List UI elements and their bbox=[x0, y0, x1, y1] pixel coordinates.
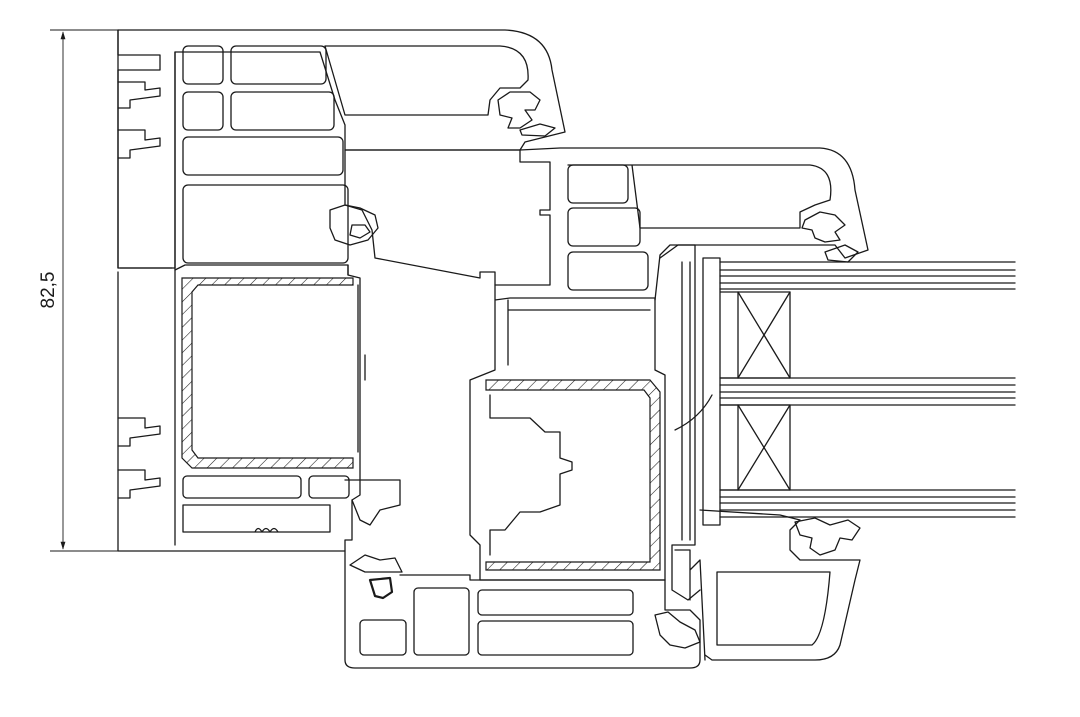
frame-exterior-contour bbox=[117, 29, 361, 552]
bottom-gasket bbox=[368, 576, 394, 600]
sash-chamber-1 bbox=[567, 164, 629, 204]
glazing-unit bbox=[659, 244, 1016, 601]
glass-setting-block bbox=[659, 244, 701, 601]
gaskets bbox=[329, 91, 861, 649]
frame-chamber-8 bbox=[308, 475, 350, 499]
bottom-chamber-3 bbox=[477, 589, 634, 616]
frame-sash-gasket bbox=[329, 204, 379, 246]
bottom-chamber-4 bbox=[477, 620, 634, 656]
frame-mid-wall bbox=[347, 264, 366, 453]
glass-packer-line bbox=[681, 261, 691, 541]
glass-pane-outer bbox=[719, 261, 1016, 290]
sash-top-outer bbox=[519, 147, 869, 301]
frame-chamber-5 bbox=[182, 136, 344, 176]
height-dimension: 82,5 bbox=[38, 29, 118, 552]
frame-claw-1 bbox=[117, 81, 161, 109]
glazing-bead-clip bbox=[674, 549, 706, 661]
glazing-bead-inner bbox=[716, 571, 831, 646]
frame-chamber-1 bbox=[182, 45, 224, 85]
sash-lower-hook bbox=[344, 479, 401, 526]
sash-top-gasket-lip bbox=[824, 244, 859, 263]
bottom-chamber-1 bbox=[359, 619, 407, 656]
glass-pane-inner bbox=[719, 489, 1016, 518]
frame-claw-3 bbox=[117, 417, 161, 447]
bottom-chamber-2 bbox=[413, 587, 470, 656]
frame-chamber-3 bbox=[182, 91, 224, 131]
sash-steel-reinforcement bbox=[485, 379, 661, 571]
glass-pane-middle bbox=[719, 377, 1016, 406]
frame-chamber-9 bbox=[182, 504, 331, 533]
glass-packer-curve bbox=[674, 394, 713, 431]
inner-bottom-top-wall bbox=[399, 574, 666, 581]
frame-claw-2 bbox=[117, 129, 161, 159]
inner-bottom-outer bbox=[344, 550, 701, 669]
frame-claw-4 bbox=[117, 469, 161, 499]
frame-chamber-6 bbox=[182, 184, 349, 264]
sash-profile bbox=[344, 147, 869, 581]
frame-top-gasket-lip bbox=[519, 123, 556, 137]
frame-top-rounded-chamber bbox=[324, 45, 529, 116]
sash-chamber-3 bbox=[567, 251, 649, 291]
inner-bottom-profile bbox=[344, 550, 701, 669]
spacer-bottom bbox=[737, 404, 791, 491]
spacer-top bbox=[737, 291, 791, 379]
inner-bead-gasket bbox=[654, 611, 701, 649]
sash-chamber-inner bbox=[507, 299, 651, 366]
frame-chamber-7 bbox=[182, 475, 302, 499]
glazing-bead-outer bbox=[699, 509, 861, 661]
frame-profile bbox=[117, 29, 566, 552]
sash-inner-groove bbox=[489, 394, 573, 556]
glass-edge-seal bbox=[702, 257, 739, 526]
bottom-gasket-seat bbox=[349, 554, 403, 573]
frame-steel-reinforcement bbox=[181, 277, 354, 469]
dimension-label: 82,5 bbox=[38, 272, 59, 309]
frame-chamber-4 bbox=[230, 91, 335, 131]
glazing-bead bbox=[674, 509, 861, 661]
frame-outer-wall bbox=[117, 29, 566, 269]
sash-top-gasket bbox=[801, 211, 846, 243]
sash-chamber-2 bbox=[567, 207, 641, 247]
sash-main-body bbox=[469, 284, 666, 581]
frame-top-gasket bbox=[497, 91, 541, 129]
sash-upper-arm bbox=[344, 149, 551, 286]
frame-chamber-2 bbox=[230, 45, 327, 85]
sash-top-inner bbox=[567, 164, 832, 229]
glazing-bead-gasket bbox=[794, 517, 861, 556]
